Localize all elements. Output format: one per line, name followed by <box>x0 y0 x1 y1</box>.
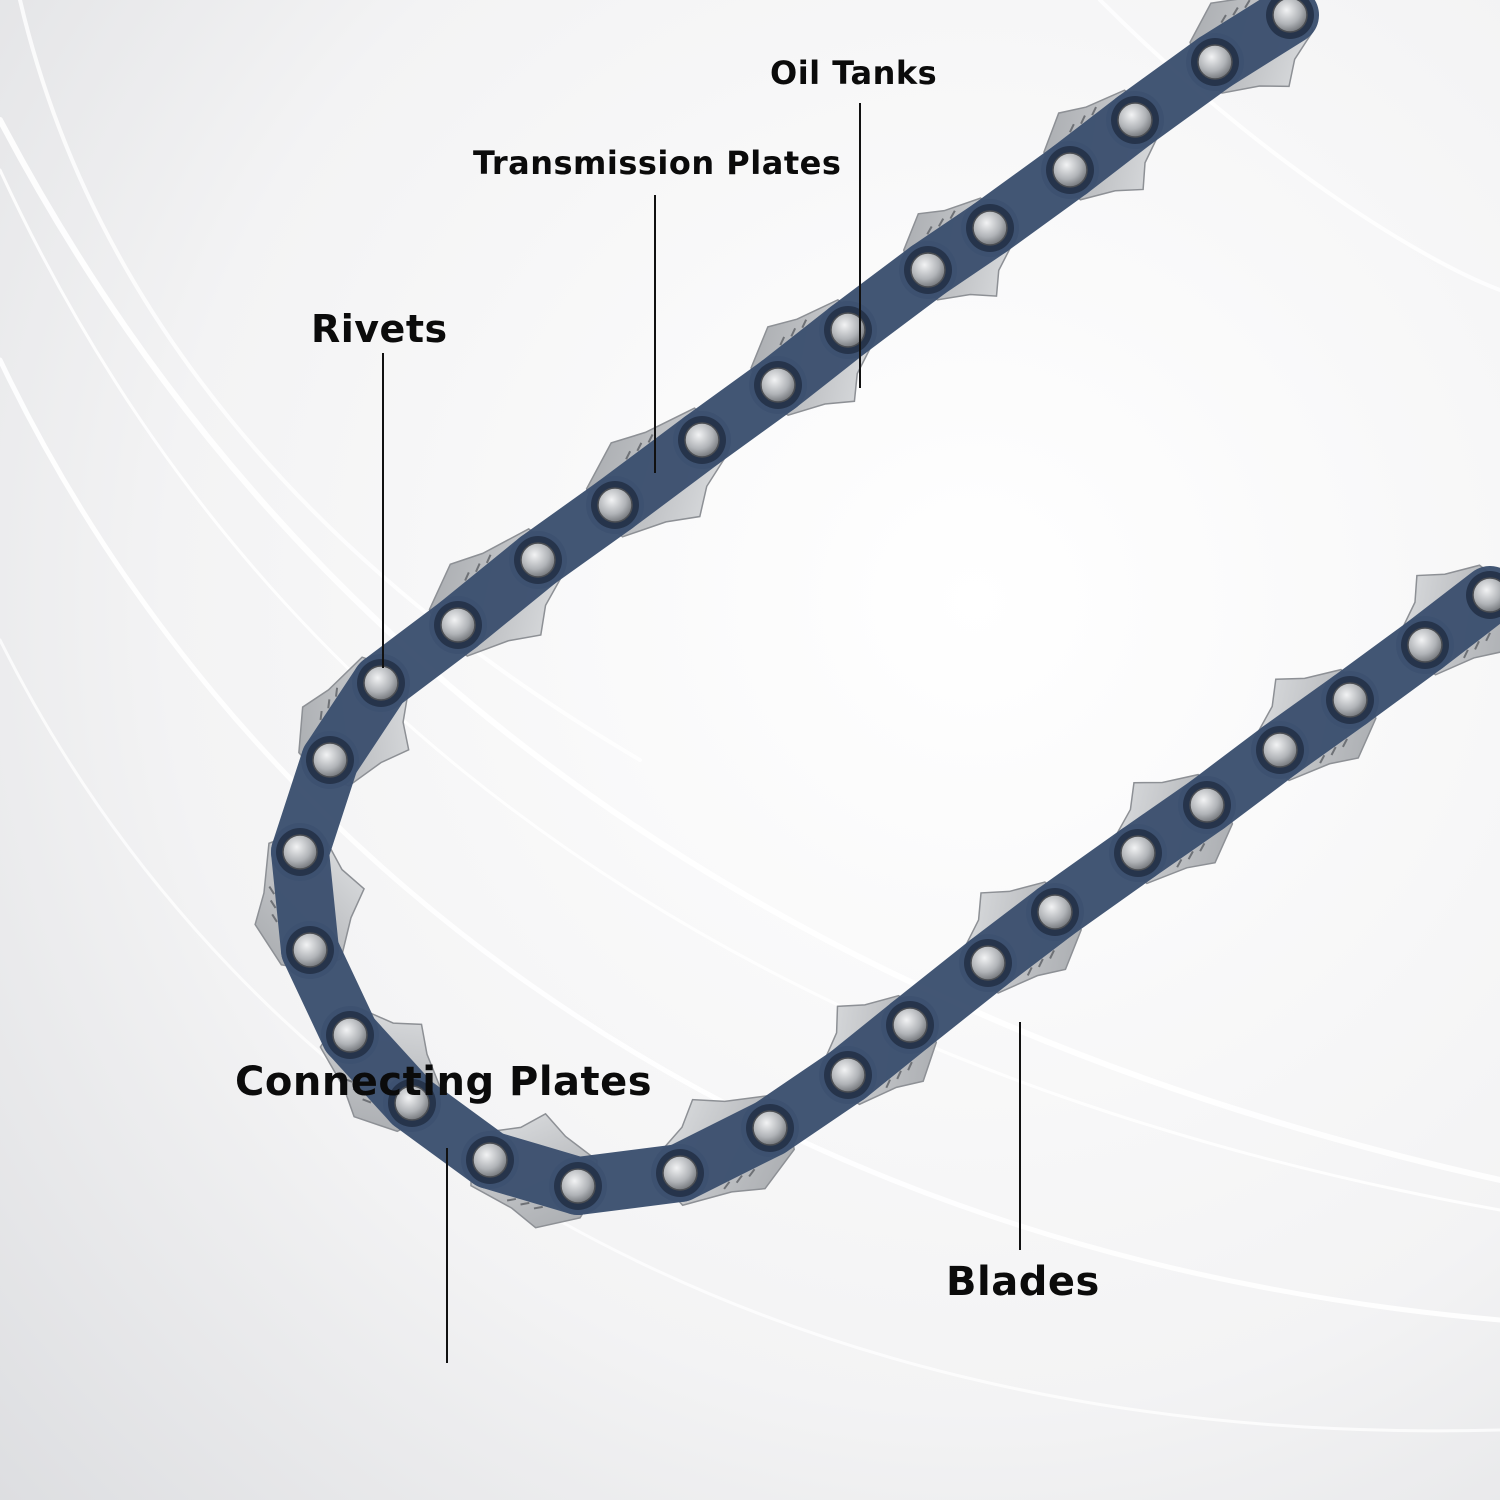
rivet-icon <box>760 367 796 403</box>
rivet-icon <box>1407 627 1443 663</box>
rivet-icon <box>662 1155 698 1191</box>
rivet-icon <box>1189 787 1225 823</box>
rivet-icon <box>892 1007 928 1043</box>
rivet-icon <box>910 252 946 288</box>
rivet-icon <box>560 1168 596 1204</box>
label-rivets: Rivets <box>311 307 448 351</box>
rivet-icon <box>830 1057 866 1093</box>
label-connecting-plates: Connecting Plates <box>235 1059 653 1105</box>
rivet-icon <box>520 542 556 578</box>
label-oil-tanks: Oil Tanks <box>770 54 938 92</box>
rivet-icon <box>1262 732 1298 768</box>
rivet-icon <box>292 932 328 968</box>
rivet-icon <box>970 945 1006 981</box>
rivet-icon <box>1052 152 1088 188</box>
rivet-icon <box>312 742 348 778</box>
rivet-icon <box>1120 835 1156 871</box>
rivet-icon <box>1117 102 1153 138</box>
rivet-icon <box>1197 44 1233 80</box>
rivet-icon <box>1332 682 1368 718</box>
rivet-icon <box>972 210 1008 246</box>
rivet-icon <box>684 422 720 458</box>
rivet-icon <box>472 1142 508 1178</box>
rivet-icon <box>1037 894 1073 930</box>
rivet-icon <box>282 834 318 870</box>
label-transmission-plates: Transmission Plates <box>473 144 842 182</box>
label-blades: Blades <box>946 1259 1100 1305</box>
rivet-icon <box>332 1017 368 1053</box>
rivet-icon <box>752 1110 788 1146</box>
saw-chain <box>254 0 1500 1229</box>
rivet-icon <box>363 665 399 701</box>
rivet-icon <box>394 1085 430 1121</box>
rivet-icon <box>1272 0 1308 33</box>
leader-lines <box>382 103 1021 1363</box>
rivet-icon <box>830 312 866 348</box>
rivet-icon <box>440 607 476 643</box>
rivet-icon <box>597 487 633 523</box>
rivet-icon <box>1472 577 1500 613</box>
